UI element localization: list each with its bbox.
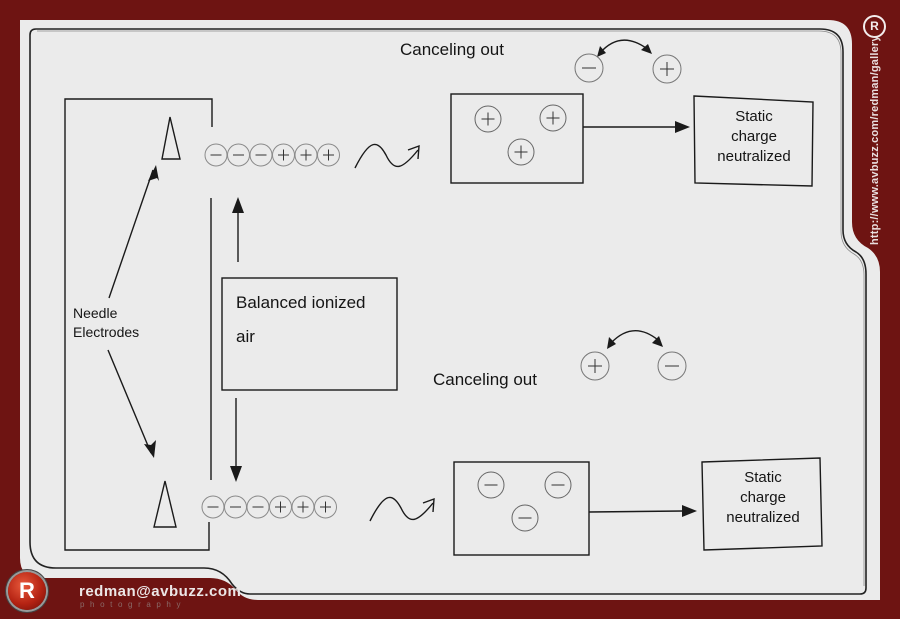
arrowhead-down xyxy=(230,466,242,482)
canceling-arrowhead-top-left xyxy=(597,46,606,57)
positive-ion-canceling-top xyxy=(652,54,682,84)
positive-ion-stream-bottom xyxy=(314,495,337,519)
negative-ion-canceling-top-circle xyxy=(574,53,604,83)
static-charge-neutralized-bottom: Static charge neutralized xyxy=(703,468,823,528)
positive-charge-top-object-circle xyxy=(507,138,535,166)
watermark-subtitle: photography xyxy=(80,600,187,609)
canceling-arrowhead-bottom-right xyxy=(652,336,663,347)
negative-charge-bottom-object xyxy=(511,504,539,532)
canceling-out-label-bottom: Canceling out xyxy=(433,370,537,389)
canceling-arrowhead-bottom-left xyxy=(607,337,616,349)
positive-charge-top-object xyxy=(474,105,502,133)
positive-ion-stream-bottom-circle xyxy=(314,495,337,519)
canceling-arrow-top xyxy=(599,39,647,54)
needle-arrow-bottom xyxy=(107,349,152,454)
needle-electrode-top xyxy=(161,116,181,160)
result-bottom-line1: Static xyxy=(744,469,782,486)
negative-ion-canceling-bottom xyxy=(657,351,687,381)
canceling-out-label-top: Canceling out xyxy=(400,40,504,59)
charged-object-bottom xyxy=(453,461,590,556)
needle-electrodes-label: Needle Electrodes xyxy=(73,304,139,342)
needle-arrowhead-bottom xyxy=(144,440,156,458)
negative-charge-bottom-object-circle xyxy=(544,471,572,499)
airflow-wave-top xyxy=(354,143,419,169)
result-bottom-line2: charge xyxy=(740,489,786,506)
result-bottom-line3: neutralized xyxy=(726,509,800,526)
result-top-line2: charge xyxy=(731,128,777,145)
canceling-arrowhead-top-right xyxy=(641,44,652,54)
negative-charge-bottom-object-circle xyxy=(511,504,539,532)
needle-arrow-top xyxy=(108,169,154,299)
negative-ion-canceling-bottom-circle xyxy=(657,351,687,381)
negative-charge-bottom-object xyxy=(544,471,572,499)
arrowhead-up xyxy=(232,197,244,213)
redman-logo-icon: R xyxy=(8,572,46,610)
airflow-wave-top-head xyxy=(407,144,420,160)
registered-mark-icon: R xyxy=(863,15,886,38)
ion-layer xyxy=(201,53,687,532)
result-top-line1: Static xyxy=(735,108,773,125)
result-top-line3: neutralized xyxy=(717,148,791,165)
result-box-bottom xyxy=(701,457,823,551)
positive-charge-top-object xyxy=(507,138,535,166)
ionizer-diagram xyxy=(64,39,823,556)
ionizer-housing xyxy=(64,98,213,551)
canceling-arrow-bottom xyxy=(610,330,659,344)
result-box-top xyxy=(693,95,814,187)
balanced-ionized-air-box xyxy=(221,277,398,391)
arrow-to-result-bottom xyxy=(588,510,684,513)
airflow-wave-bottom-head xyxy=(422,497,435,513)
positive-ion-stream-top-circle xyxy=(317,143,340,167)
balanced-label-line2: air xyxy=(236,327,255,346)
positive-ion-canceling-bottom xyxy=(580,351,610,381)
arrowhead-result-bottom xyxy=(682,505,697,517)
airflow-wave-bottom xyxy=(369,496,434,522)
balanced-ionized-air-label: Balanced ionized air xyxy=(236,286,365,354)
charged-object-top xyxy=(450,93,584,184)
needle-label-line1: Needle xyxy=(73,305,118,321)
positive-ion-canceling-top-circle xyxy=(652,54,682,84)
needle-electrode-bottom xyxy=(153,480,177,528)
positive-ion-canceling-bottom-circle xyxy=(580,351,610,381)
watermark-email: redman@avbuzz.com xyxy=(79,583,242,600)
negative-charge-bottom-object-circle xyxy=(477,471,505,499)
watermark-url: http://www.avbuzz.com/redman/gallery xyxy=(869,35,881,245)
static-charge-neutralized-top: Static charge neutralized xyxy=(694,107,814,167)
negative-charge-bottom-object xyxy=(477,471,505,499)
needle-label-line2: Electrodes xyxy=(73,324,140,340)
balanced-label-line1: Balanced ionized xyxy=(236,293,366,312)
inner-border xyxy=(29,28,867,595)
arrowhead-result-top xyxy=(675,121,690,133)
positive-charge-top-object-circle xyxy=(539,104,567,132)
needle-arrowhead-top xyxy=(148,165,159,181)
positive-charge-top-object-circle xyxy=(474,105,502,133)
positive-charge-top-object xyxy=(539,104,567,132)
inner-border-highlight xyxy=(37,30,865,586)
positive-ion-stream-top xyxy=(317,143,340,167)
negative-ion-canceling-top xyxy=(574,53,604,83)
